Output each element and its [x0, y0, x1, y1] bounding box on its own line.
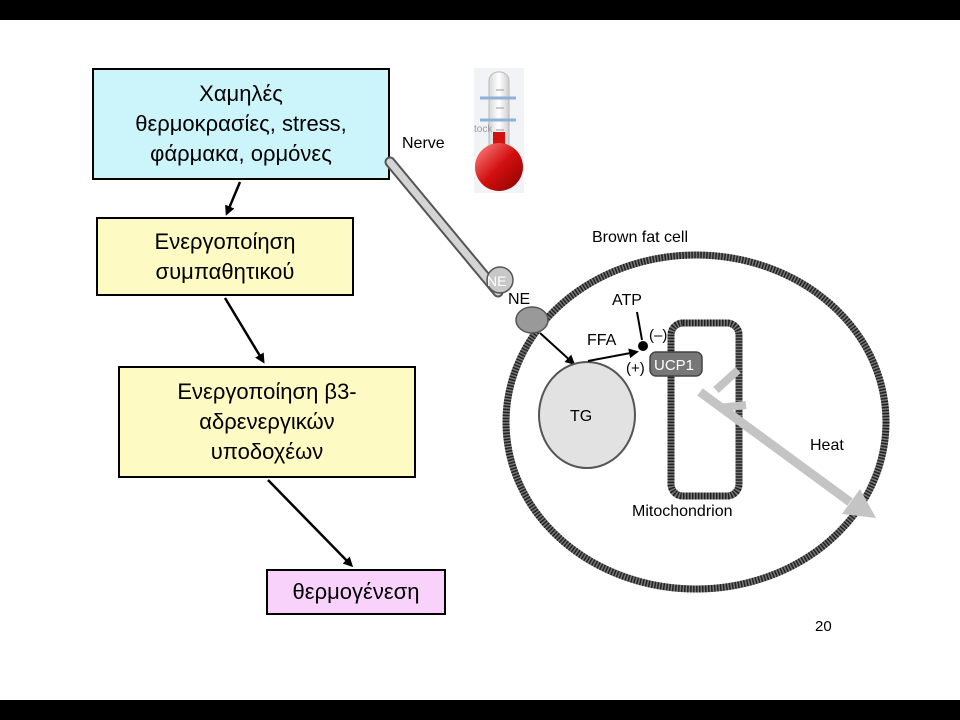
ffa-activation-sign: (+): [626, 360, 645, 377]
arrow-step3-to-step4: [267, 479, 354, 568]
heat-label: Heat: [810, 437, 844, 454]
atp-label: ATP: [612, 292, 642, 309]
thermometer-icon: tock: [474, 68, 524, 193]
tg-label: TG: [570, 408, 592, 425]
ne-receptor-label: NE: [508, 291, 530, 308]
ucp1-protein: [649, 351, 703, 377]
ucp1-label: UCP1: [654, 357, 694, 374]
mitochondrion-label: Mitochondrion: [632, 503, 733, 520]
arrow-receptor-to-tg: [539, 332, 576, 366]
atp-inhibition-line: [636, 311, 643, 341]
flow-box-b3-receptor-activation: Ενεργοποίηση β3- αδρενεργικών υποδοχέων: [118, 366, 416, 478]
ffa-label: FFA: [587, 332, 617, 349]
page-number: 20: [815, 618, 832, 635]
flow-box-stimuli: Χαμηλές θερμοκρασίες, stress, φάρμακα, ο…: [92, 68, 390, 180]
tg-lipid-droplet: [538, 361, 636, 469]
flow-box-sympathetic-activation: Ενεργοποίηση συμπαθητικού: [96, 217, 354, 296]
flow-box-thermogenesis: θερμογένεση: [266, 569, 446, 615]
flow-arrows: [223, 181, 354, 568]
arrow-step1-to-step2: [225, 181, 242, 216]
slide: Χαμηλές θερμοκρασίες, stress, φάρμακα, ο…: [0, 20, 960, 700]
brown-fat-cell-label: Brown fat cell: [592, 229, 688, 246]
arrow-step2-to-step3: [223, 297, 265, 364]
thermometer-label: tock: [474, 124, 493, 135]
brown-fat-cell-diagram: tock Nerve NE Brown fat cell NE TG FFA A…: [384, 68, 890, 593]
arrow-tg-to-ucp1: [587, 348, 639, 362]
nerve-label: Nerve: [402, 135, 445, 152]
ne-receptor: [515, 306, 549, 334]
atp-inhibition-sign: (–): [649, 327, 667, 344]
heat-arrow: [697, 367, 876, 518]
nerve-terminal: [486, 266, 514, 294]
atp-binding-dot: [638, 341, 648, 351]
nerve-terminal-label: NE: [487, 273, 506, 289]
